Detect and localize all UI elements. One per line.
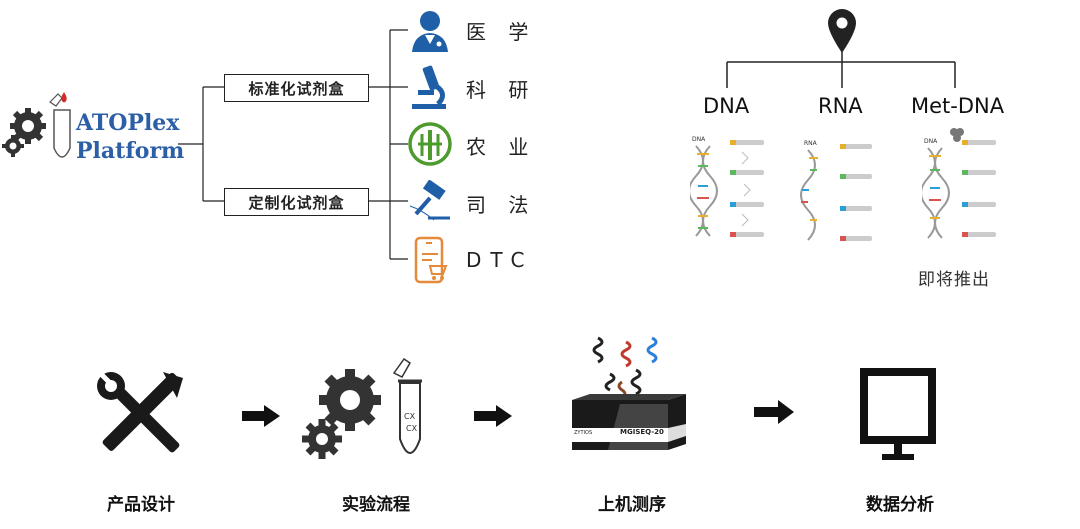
arrow-right-icon [754,400,794,424]
svg-text:CX: CX [406,424,418,433]
blood-drop-icon [61,92,67,103]
platform-name-line1: ATOPlex [76,110,180,136]
helix-label: RNA [804,140,817,147]
field-medicine: 医 学 [466,20,537,44]
sequencer-model-label: MGISEQ-20 [620,428,664,436]
mobile-shopping-icon [410,236,450,284]
field-judicial: 司 法 [466,193,537,217]
microscope-icon [408,64,452,110]
rna-helix-illustration: RNA [800,140,890,250]
field-dtc: DTC [466,248,534,272]
doctor-icon [408,8,452,52]
monitor-icon [858,366,938,466]
helix-label: DNA [692,136,706,143]
coming-soon-note: 即将推出 [918,270,990,290]
arrow-right-icon [474,405,512,427]
omic-met-dna: Met-DNA [911,94,1005,118]
platform-name-line2: Platform [76,138,185,164]
sequencer-small-label: ZYTIOS [574,430,593,436]
gears-tube-icon: CX CX [300,355,430,467]
custom-kit-box: 定制化试剂盒 [224,188,369,216]
arrow-right-icon [242,405,280,427]
platform-logo [0,88,80,168]
step-experiment-process: 实验流程 [342,495,410,515]
wrench-screwdriver-icon [93,368,189,460]
location-pin-icon [826,8,858,54]
helix-label: DNA [924,138,938,145]
step-product-design: 产品设计 [107,495,175,515]
svg-text:CX: CX [404,412,416,421]
agriculture-icon [408,122,452,166]
omic-dna: DNA [703,94,750,118]
tube-icon [53,109,71,158]
standard-kit-box: 标准化试剂盒 [224,74,369,102]
gavel-icon [408,179,452,224]
step-sequencing: 上机测序 [598,495,666,515]
field-research: 科 研 [466,78,537,102]
sequencer-icon: MGISEQ-20 ZYTIOS [560,332,694,460]
omic-rna: RNA [818,94,863,118]
field-agriculture: 农 业 [466,135,537,159]
met-dna-helix-illustration: DNA [920,126,1017,241]
gear-icon [2,108,46,157]
dna-helix-illustration: DNA [688,136,785,246]
step-data-analysis: 数据分析 [866,495,934,515]
